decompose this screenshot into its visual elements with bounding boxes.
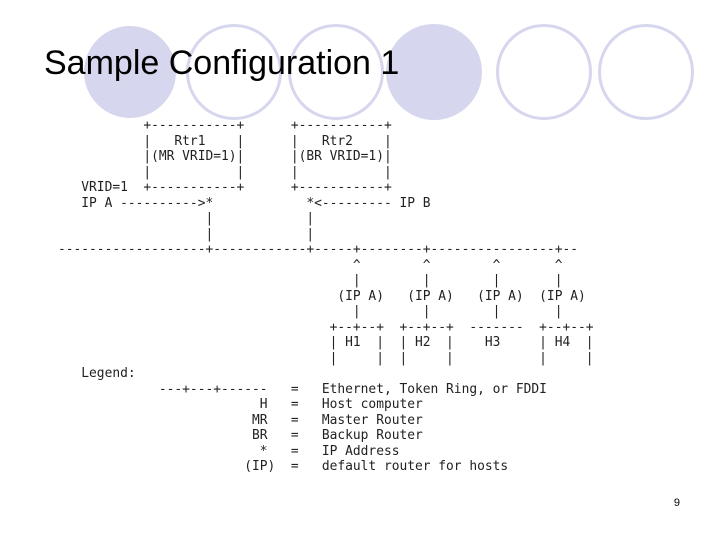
- diagram-line: * = IP Address: [58, 443, 400, 459]
- diagram-line: | |: [58, 211, 315, 226]
- diagram-line: (IP A) (IP A) (IP A) (IP A): [58, 288, 586, 304]
- slide-title: Sample Configuration 1: [44, 44, 400, 82]
- diagram-line: | |: [58, 226, 315, 242]
- diagram-line: |(MR VRID=1)| |(BR VRID=1)|: [58, 149, 392, 164]
- decorative-circle-filled: [386, 24, 482, 120]
- diagram-line: +--+--+ +--+--+ ------- +--+--+: [58, 319, 594, 335]
- diagram-line: | Rtr1 | | Rtr2 |: [58, 133, 392, 149]
- decorative-circle-ring: [496, 24, 592, 120]
- diagram-line: +-----------+ +-----------+: [58, 118, 392, 133]
- diagram-line: | H1 | | H2 | H3 | H4 |: [58, 335, 594, 350]
- decorative-circle-filled: [84, 26, 176, 118]
- diagram-line: MR = Master Router: [58, 412, 423, 428]
- diagram-line: | | | |: [58, 164, 392, 180]
- diagram-line: ---+---+------ = Ethernet, Token Ring, o…: [58, 381, 547, 397]
- diagram-line: (IP) = default router for hosts: [58, 459, 509, 474]
- decorative-circle-ring: [186, 24, 282, 120]
- diagram-line: VRID=1 +-----------+ +-----------+: [58, 180, 392, 195]
- diagram-line: IP A ---------->* *<--------- IP B: [58, 195, 431, 211]
- diagram-line: H = Host computer: [58, 397, 423, 412]
- decorative-circle-ring: [598, 24, 694, 120]
- network-diagram: +-----------+ +-----------+ | Rtr1 | | R…: [58, 118, 594, 475]
- diagram-line: BR = Backup Router: [58, 428, 423, 443]
- diagram-line: | | | |: [58, 304, 563, 319]
- page-number: 9: [673, 497, 680, 509]
- diagram-line: -------------------+------------+-----+-…: [58, 242, 578, 257]
- diagram-line: ^ ^ ^ ^: [58, 257, 563, 273]
- diagram-line: | | | | | |: [58, 350, 594, 366]
- diagram-line: Legend:: [58, 366, 136, 381]
- diagram-line: | | | |: [58, 273, 563, 288]
- decorative-circle-ring: [288, 24, 384, 120]
